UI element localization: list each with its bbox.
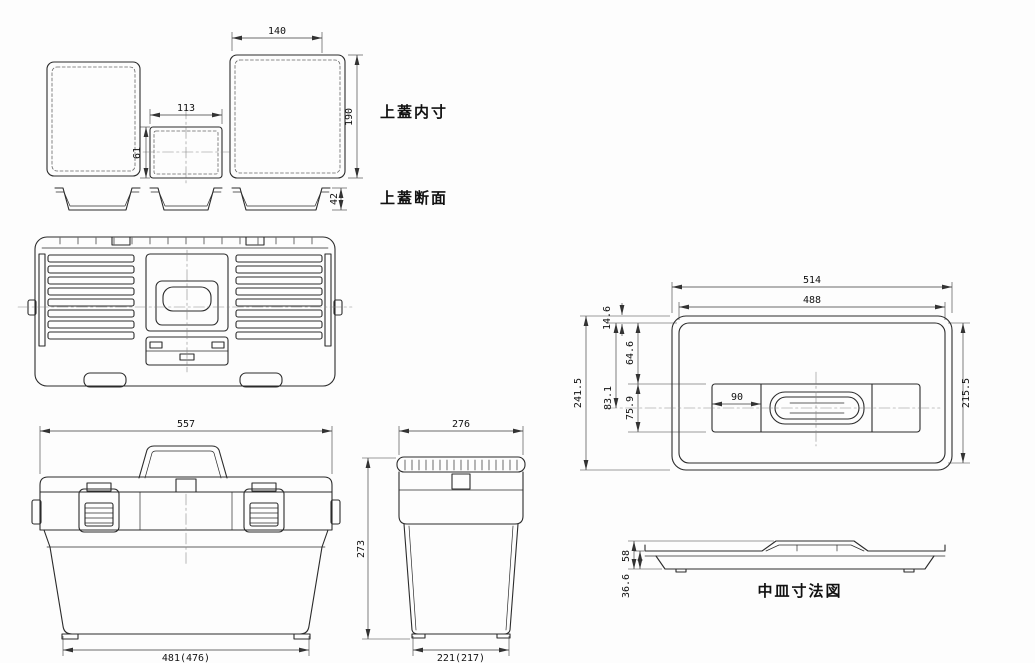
- dim-tray-pocket-width: 90: [731, 392, 743, 403]
- toolbox-side-dims: 276 221(217): [398, 419, 524, 663]
- lid-section-view: [54, 187, 331, 211]
- dim-front-bottom-width: 481(476): [162, 653, 210, 663]
- dim-tray-offset-1: 64.6: [625, 341, 636, 365]
- dim-tray-inner-depth: 215.5: [961, 378, 972, 408]
- dim-lid-section-height: 42: [329, 193, 340, 205]
- toolbox-side-view: [396, 456, 526, 639]
- dim-tray-rim-offset: 14.6: [602, 306, 613, 330]
- tray-side-dims: 58 36.6: [621, 540, 774, 598]
- dim-tray-outer-depth: 241.5: [573, 378, 584, 408]
- tray-top-view: [605, 315, 953, 471]
- toolbox-front-dims: 557 273 481(476): [39, 419, 410, 663]
- tray-side-view: [644, 540, 946, 573]
- dim-side-bottom-width: 221(217): [437, 653, 485, 663]
- dim-lid-mid-width: 113: [177, 103, 195, 114]
- dim-tray-total-height: 58: [621, 550, 632, 562]
- toolbox-top-view: [17, 236, 353, 388]
- toolbox-front-view: [31, 445, 341, 640]
- label-lid-inner: 上蓋内寸: [380, 103, 448, 121]
- lid-interior-view: [46, 54, 346, 186]
- label-lid-section: 上蓋断面: [380, 189, 448, 207]
- dim-lid-right-height: 190: [344, 108, 355, 126]
- dim-tray-band-depth: 75.9: [625, 396, 636, 420]
- dim-front-top-width: 557: [177, 419, 195, 430]
- lid-section-dims: 42: [329, 187, 347, 211]
- dim-lid-mid-height: 61: [132, 147, 143, 159]
- dim-tray-outer-width: 514: [803, 275, 821, 286]
- dim-tray-offset-2: 83.1: [603, 386, 614, 410]
- tray-top-dims: 514 488 241.5 14.6 64.6 83.1 75.9 90: [573, 275, 972, 471]
- dim-front-height: 273: [356, 540, 367, 558]
- lid-interior-dims: 113 61 140 190: [132, 26, 363, 179]
- dim-lid-right-width: 140: [268, 26, 286, 37]
- label-tray-caption: 中皿寸法図: [757, 582, 842, 600]
- dim-tray-body-height: 36.6: [621, 574, 632, 598]
- dim-side-top-width: 276: [452, 419, 470, 430]
- dim-tray-inner-width: 488: [803, 295, 821, 306]
